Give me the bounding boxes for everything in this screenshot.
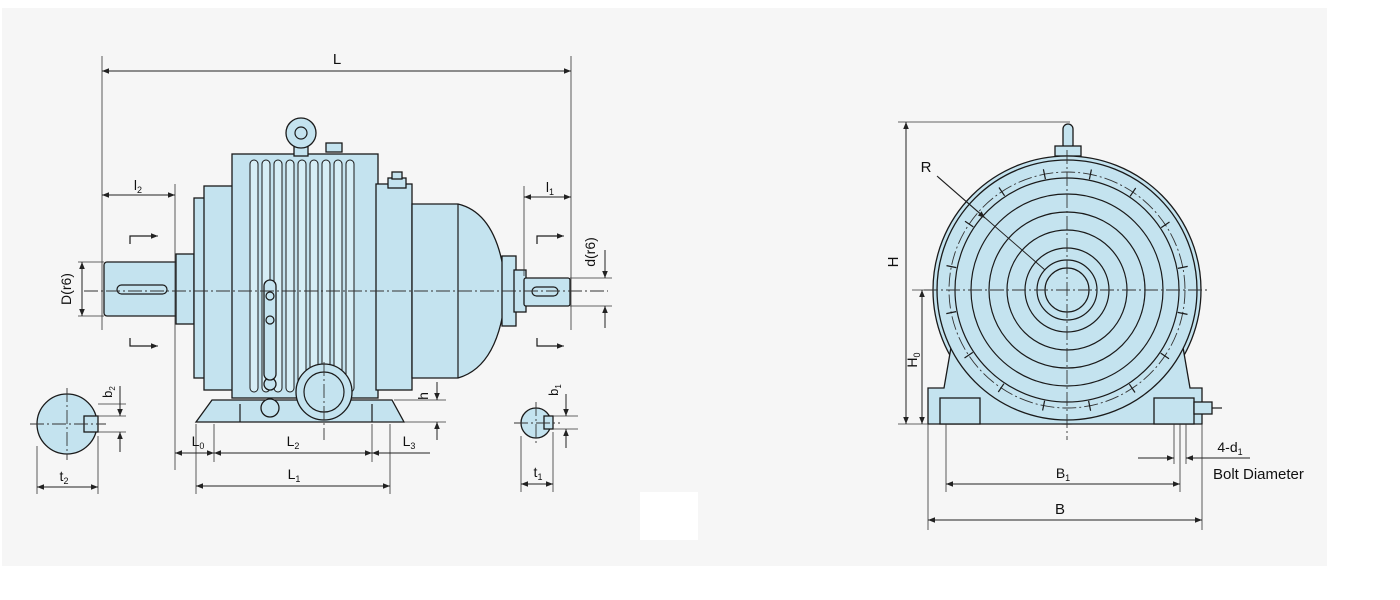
bolt-circle-tick [998,187,1006,197]
bolt-circle-tick [1160,352,1170,360]
side-view: L l2 l1 D(r6) d(r6) h L0 L2 L3 L1 [58,51,612,494]
cooling-fin [249,159,259,393]
dim-B1-label: B1 [1056,465,1070,483]
dim-b1-label: b1 [546,384,563,396]
dim-4d1-label: 4-d1 [1217,439,1242,457]
cooling-fin [309,159,319,393]
base-foot [194,399,406,423]
dim-B-label: B [1055,501,1065,518]
bolt-circle-tick [1177,311,1188,315]
cooling-fin [297,159,307,393]
lifting-eye [285,117,317,149]
shaft-section-left: b2 t2 [30,386,126,494]
cooling-fin [345,159,355,393]
dim-l1-label: l1 [546,179,554,197]
dim-L0-label: L0 [192,433,205,451]
dim-L-label: L [333,51,341,68]
dim-R-label: R [921,159,932,176]
bolt-circle-tick [1177,265,1188,269]
dim-b2-label: b2 [100,386,117,398]
bolt-circle-tick [964,351,974,359]
bolt-circle-tick [1042,169,1046,180]
bolt-circle-tick [1128,383,1136,393]
bolt-circle-tick [1129,187,1137,197]
bolt-circle-tick [964,220,974,228]
dim-t1-label: t1 [534,464,543,482]
dim-L1-label: L1 [288,466,301,484]
dim-D-label: D(r6) [58,273,74,305]
output-shaft-key [531,286,559,297]
dim-t2-label: t2 [60,468,69,486]
shaft-section-right: b1 t1 [514,384,578,492]
dim-H-label: H [885,257,902,268]
drain-plug [260,398,280,418]
white-patch [640,492,698,540]
dim-L3-label: L3 [403,433,416,451]
bolt-circle-tick [1160,221,1170,229]
bolt-circle-tick [946,265,957,269]
bolt-circle-ticks [946,169,1188,411]
input-shaft-key [116,284,168,295]
dim-h-label: h [415,392,431,400]
dim-d-label: d(r6) [582,237,598,267]
cooling-fin [321,159,331,393]
input-shaft [103,261,183,317]
bolt-circle-tick [1088,400,1092,411]
dim-l2-label: l2 [134,177,142,195]
dim-H0-label: H0 [904,352,922,367]
cooling-fin [285,159,295,393]
bolt-circle-tick [946,311,957,315]
bolt-circle-tick [1042,400,1046,411]
output-shaft [523,277,571,307]
cooling-fin [333,159,343,393]
bolt-circle-tick [997,383,1005,393]
bolt-diameter-label: Bolt Diameter [1213,466,1304,483]
dim-L2-label: L2 [287,433,300,451]
input-collar [175,253,195,325]
front-view: R H H0 B1 B 4-d1 Bolt Diameter [885,121,1304,530]
bolt-circle-tick [1088,169,1092,180]
